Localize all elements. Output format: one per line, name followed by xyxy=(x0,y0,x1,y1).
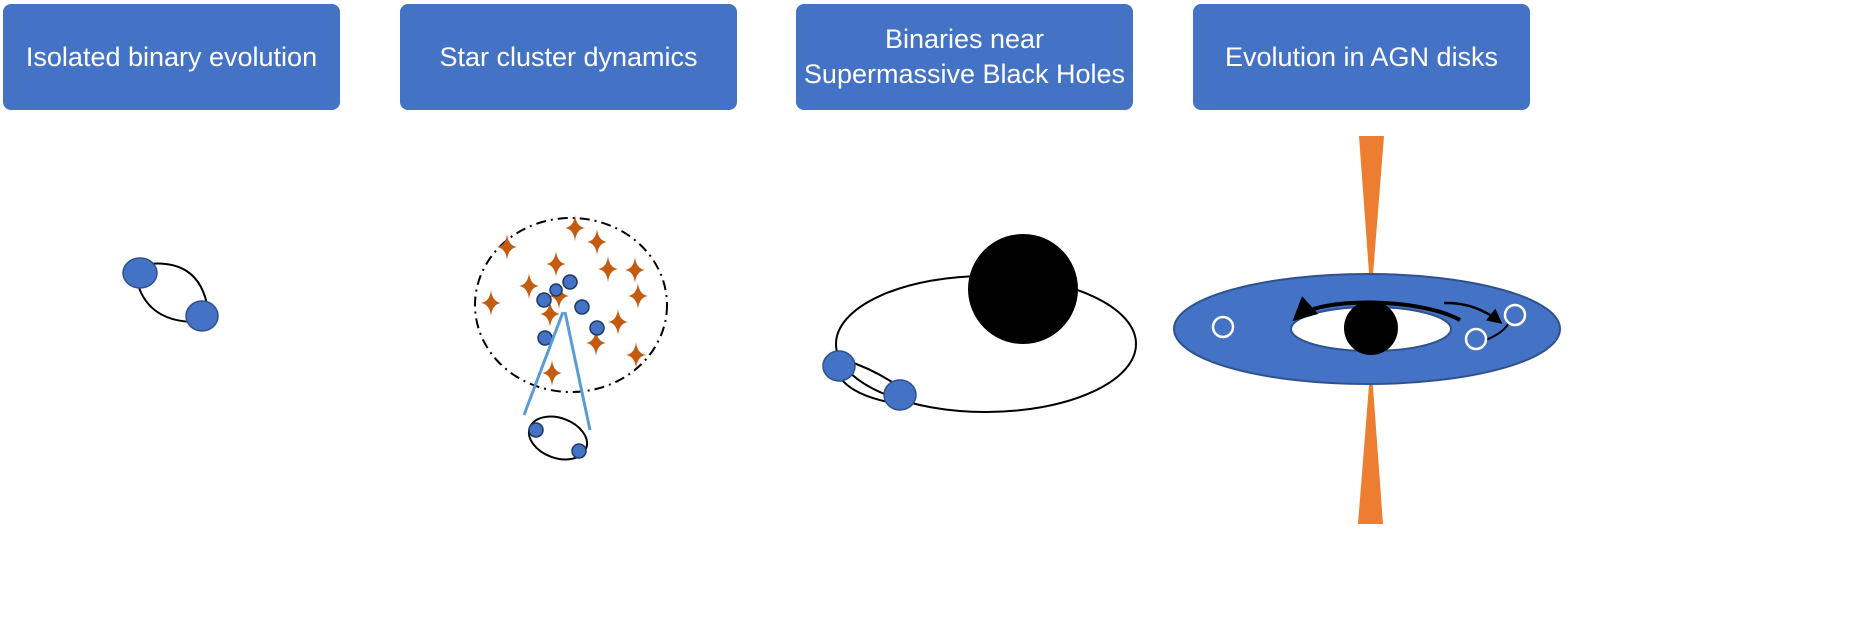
zoom-line-right xyxy=(563,311,592,431)
binary-star-2 xyxy=(185,300,219,332)
inset-binary-star-1 xyxy=(528,422,544,438)
binary-star-1 xyxy=(122,257,158,289)
agn-central-black-hole xyxy=(1344,301,1398,355)
panel-3-title-line-1: Binaries near xyxy=(884,24,1045,54)
star-cluster xyxy=(474,215,668,461)
zoom-sightlines xyxy=(522,311,592,431)
cluster-star xyxy=(587,229,607,255)
cluster-star xyxy=(608,309,628,335)
cluster-star xyxy=(628,283,648,309)
panel-2-title: Star cluster dynamics xyxy=(439,40,697,75)
cluster-stars xyxy=(481,215,648,386)
agn-migration-arrow-2 xyxy=(1443,301,1503,324)
panel-1-title-line-1: Isolated binary evolution xyxy=(25,41,318,72)
cluster-star xyxy=(598,256,618,282)
supermassive-black-hole xyxy=(968,234,1078,344)
cluster-star xyxy=(625,257,645,283)
disk-object-left xyxy=(1211,315,1235,339)
cluster-blue-star xyxy=(549,283,563,297)
cluster-star xyxy=(519,273,539,299)
cluster-star xyxy=(546,251,566,277)
cluster-star xyxy=(542,360,562,386)
inset-binary-orbit xyxy=(527,415,589,461)
cluster-star xyxy=(481,290,501,316)
panel-3-title-box: Binaries near Supermassive Black Holes xyxy=(796,4,1133,110)
panel-4-title-box: Evolution in AGN disks xyxy=(1193,4,1530,110)
agn-accretion-disk xyxy=(1172,273,1562,385)
panel-3-title-line-2: Supermassive Black Holes xyxy=(803,59,1126,89)
disk-object-right-lower xyxy=(1464,327,1488,351)
smbh-binary-star-2 xyxy=(883,379,917,411)
panel-1-title: Isolated binary evolution xyxy=(26,40,317,75)
cluster-blue-star xyxy=(574,299,590,315)
panel-4-title: Evolution in AGN disks xyxy=(1225,40,1498,75)
smbh-binary xyxy=(822,234,1137,413)
disk-object-right-upper xyxy=(1503,303,1527,327)
cluster-star xyxy=(626,342,646,368)
cluster-binary-inset xyxy=(527,415,589,461)
inner-binary-arc-lower xyxy=(841,379,889,403)
cluster-star xyxy=(497,234,517,260)
panel-2-title-box: Star cluster dynamics xyxy=(400,4,737,110)
cluster-blue-star xyxy=(589,320,605,336)
agn-migration-arrow xyxy=(1292,296,1461,322)
agn-jet-lower xyxy=(1358,360,1383,524)
cluster-blue-star xyxy=(562,274,578,290)
isolated-binary xyxy=(122,257,219,332)
agn-disk-scene xyxy=(1172,136,1562,524)
agn-jet-upper xyxy=(1359,136,1384,300)
inset-binary-star-2 xyxy=(571,443,587,459)
cluster-boundary xyxy=(474,217,668,393)
cluster-blue-star xyxy=(536,292,552,308)
panel-4-title-line-1: Evolution in AGN disks xyxy=(1224,41,1499,72)
smbh-binary-star-1 xyxy=(822,350,856,382)
panel-3-title: Binaries near Supermassive Black Holes xyxy=(804,22,1125,92)
panel-2-title-line-1: Star cluster dynamics xyxy=(439,41,698,72)
zoom-line-left xyxy=(522,311,565,416)
panel-1-title-box: Isolated binary evolution xyxy=(3,4,340,110)
